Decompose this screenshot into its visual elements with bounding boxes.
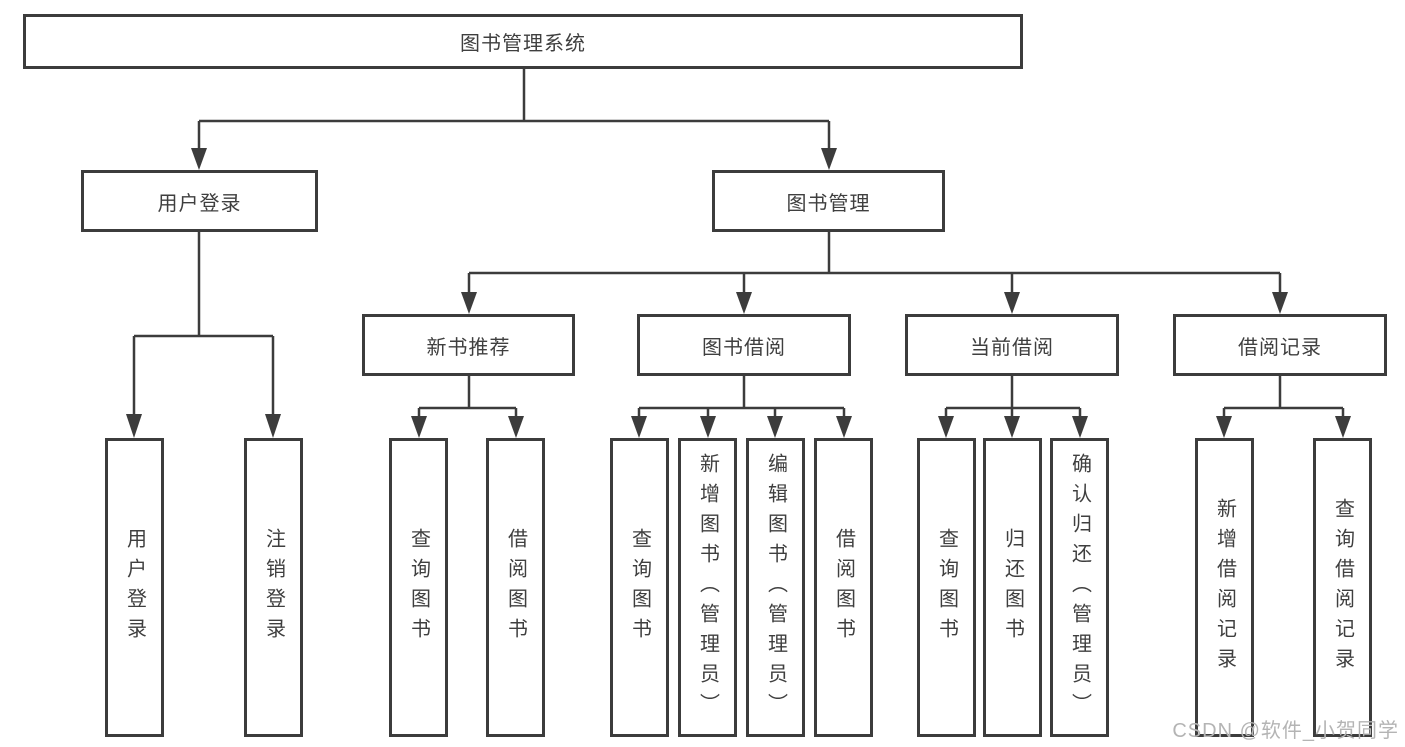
node-borrow-records: 借阅记录 — [1173, 314, 1387, 376]
arrowhead-icon — [1004, 416, 1020, 438]
leaf-query-books-3-label: 查询图书 — [935, 527, 958, 648]
leaf-query-books-2-label: 查询图书 — [628, 527, 651, 648]
arrowhead-icon — [1335, 416, 1351, 438]
node-root-label: 图书管理系统 — [460, 33, 586, 55]
leaf-return-books: 归还图书 — [983, 438, 1042, 737]
node-user-login-label: 用户登录 — [157, 192, 242, 215]
node-new-book-recommend-label: 新书推荐 — [426, 336, 511, 359]
leaf-borrow-books-2: 借阅图书 — [814, 438, 873, 737]
arrowhead-icon — [821, 148, 837, 170]
node-book-borrow-label: 图书借阅 — [702, 336, 786, 359]
connector-root-to-level2 — [191, 69, 837, 170]
leaf-add-books-admin: 新增图书（管理员） — [678, 438, 737, 737]
arrowhead-icon — [508, 416, 524, 438]
leaf-add-borrow-record: 新增借阅记录 — [1195, 438, 1254, 737]
arrowhead-icon — [411, 416, 427, 438]
node-borrow-records-label: 借阅记录 — [1238, 336, 1322, 359]
leaf-query-borrow-record: 查询借阅记录 — [1313, 438, 1372, 737]
arrowhead-icon — [461, 292, 477, 314]
node-book-mgmt-label: 图书管理 — [786, 192, 871, 215]
connector-borrow-records-to-leaves — [1216, 376, 1351, 438]
leaf-return-books-label: 归还图书 — [1001, 527, 1024, 648]
leaf-query-books-3: 查询图书 — [917, 438, 976, 737]
leaf-user-login-label: 用户登录 — [123, 527, 146, 648]
arrowhead-icon — [631, 416, 647, 438]
watermark: CSDN @软件_小贺同学 — [1172, 720, 1399, 742]
node-book-borrow: 图书借阅 — [637, 314, 851, 376]
arrowhead-icon — [700, 416, 716, 438]
leaf-add-borrow-record-label: 新增借阅记录 — [1213, 497, 1236, 678]
arrowhead-icon — [1072, 416, 1088, 438]
leaf-confirm-return-admin-label: 确认归还（管理员） — [1068, 452, 1091, 723]
leaf-borrow-books-2-label: 借阅图书 — [832, 527, 855, 648]
arrowhead-icon — [836, 416, 852, 438]
leaf-logout-label: 注销登录 — [262, 527, 285, 648]
leaf-query-books-2: 查询图书 — [610, 438, 669, 737]
arrowhead-icon — [265, 414, 281, 438]
leaf-borrow-books: 借阅图书 — [486, 438, 545, 737]
leaf-query-books-label: 查询图书 — [407, 527, 430, 648]
arrowhead-icon — [938, 416, 954, 438]
leaf-add-books-admin-label: 新增图书（管理员） — [696, 452, 719, 723]
connector-user-login-to-leaves — [126, 232, 281, 438]
arrowhead-icon — [1004, 292, 1020, 314]
arrowhead-icon — [1272, 292, 1288, 314]
leaf-edit-books-admin: 编辑图书（管理员） — [746, 438, 805, 737]
arrowhead-icon — [1216, 416, 1232, 438]
node-root: 图书管理系统 — [23, 14, 1023, 69]
connector-book-borrow-to-leaves — [631, 376, 852, 438]
node-user-login: 用户登录 — [81, 170, 318, 232]
arrowhead-icon — [767, 416, 783, 438]
node-book-mgmt: 图书管理 — [712, 170, 945, 232]
node-current-borrow: 当前借阅 — [905, 314, 1119, 376]
connector-current-borrow-to-leaves — [938, 376, 1088, 438]
leaf-confirm-return-admin: 确认归还（管理员） — [1050, 438, 1109, 737]
leaf-logout: 注销登录 — [244, 438, 303, 737]
leaf-query-borrow-record-label: 查询借阅记录 — [1331, 497, 1354, 678]
arrowhead-icon — [736, 292, 752, 314]
leaf-query-books: 查询图书 — [389, 438, 448, 737]
arrowhead-icon — [191, 148, 207, 170]
leaf-borrow-books-label: 借阅图书 — [504, 527, 527, 648]
arrowhead-icon — [126, 414, 142, 438]
connector-new-book-rec-to-leaves — [411, 376, 524, 438]
leaf-edit-books-admin-label: 编辑图书（管理员） — [764, 452, 787, 723]
node-new-book-recommend: 新书推荐 — [362, 314, 575, 376]
leaf-user-login: 用户登录 — [105, 438, 164, 737]
node-current-borrow-label: 当前借阅 — [970, 336, 1054, 359]
connector-book-mgmt-to-level3 — [461, 232, 1288, 314]
